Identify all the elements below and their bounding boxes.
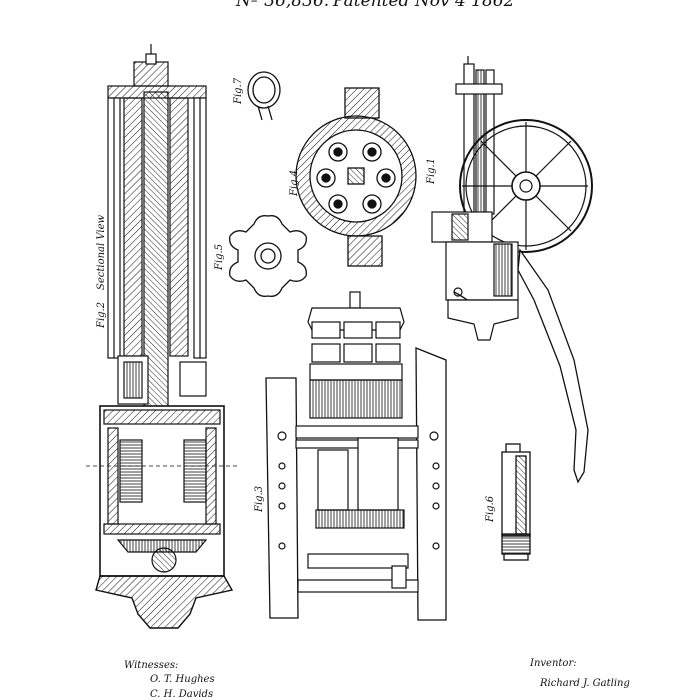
fig7-ring [247,71,281,121]
fig6-cartridge [501,443,531,561]
fig2-caption: Sectional View [96,214,107,290]
fig3-label: Fig.3 [254,485,265,512]
fig1-label: Fig.1 [426,157,437,184]
inventor-signature: Richard J. Gatling [540,678,630,689]
witness-name-2: C. H. Davids [150,689,214,700]
witnesses-label: Witnesses: [124,660,179,671]
fig1-gun-carriage [431,56,593,484]
fig4-label: Fig.4 [289,169,300,196]
fig5-star-disk [229,215,307,297]
witness-name-1: O. T. Hughes [150,674,215,685]
fig7-label: Fig.7 [233,77,244,104]
fig3-side-elevation [265,291,447,621]
fig5-label: Fig.5 [214,243,225,270]
fig6-label: Fig.6 [485,495,496,522]
fig2-sectional-view [86,44,238,629]
patent-title: Patented Nov 4 1862 [333,0,515,11]
fig2-label: Fig.2 [96,301,107,328]
inventor-label: Inventor: [530,658,577,669]
fig4-end-view [295,87,417,267]
patent-number: Nº 36,836. [236,0,330,11]
